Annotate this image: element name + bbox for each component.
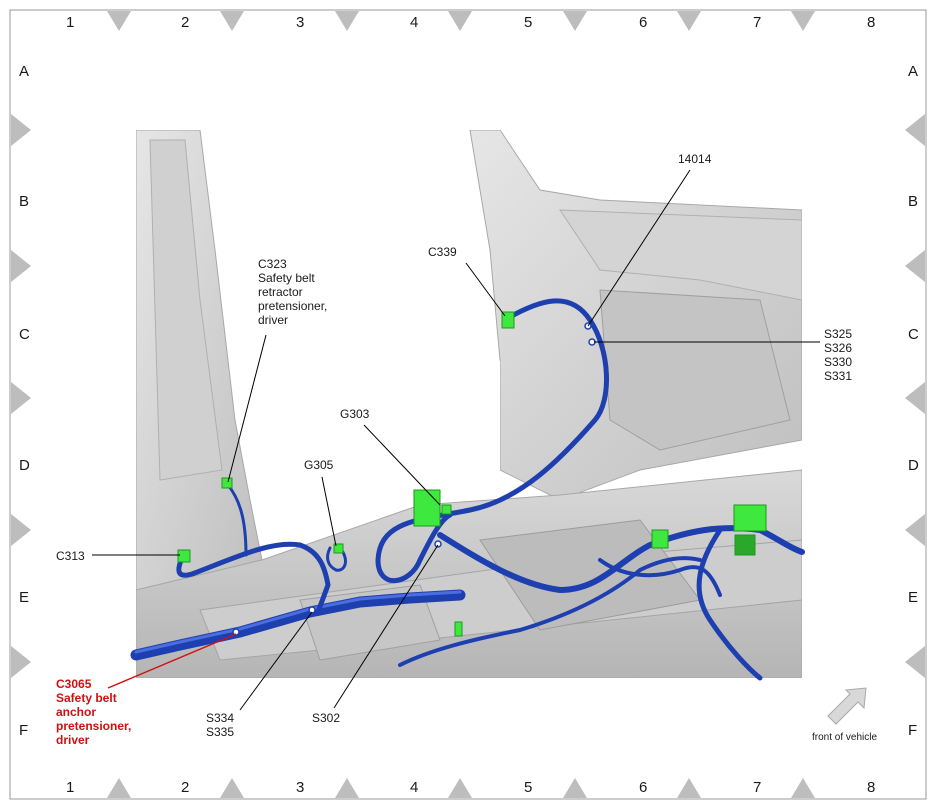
- grid-row-labels-right: A B C D E F: [908, 63, 919, 739]
- col-label: 3: [296, 14, 304, 31]
- label-c339: C339: [428, 245, 457, 259]
- row-label: B: [19, 193, 29, 210]
- row-label: C: [19, 326, 30, 343]
- col-label: 5: [524, 779, 532, 796]
- grid-column-labels-bottom: 1 2 3 4 5 6 7 8: [66, 779, 875, 796]
- connector-c313: [177, 549, 191, 563]
- col-label: 6: [639, 14, 647, 31]
- label-s-group: S325 S326 S330 S331: [824, 327, 855, 383]
- col-label: 5: [524, 14, 532, 31]
- front-of-vehicle-label: front of vehicle: [812, 732, 877, 743]
- leader-lines: [92, 169, 820, 711]
- label-g305: G305: [304, 458, 334, 472]
- col-label: 2: [181, 14, 189, 31]
- splice-s334: [232, 628, 240, 636]
- splice-s335: [308, 606, 316, 614]
- col-label: 7: [753, 779, 761, 796]
- connector-rear-right-bracket: [734, 534, 756, 556]
- connector-rear-center: [651, 529, 669, 549]
- label-s302: S302: [312, 711, 340, 725]
- connector-c323: [221, 477, 233, 489]
- harness-right-run: [598, 558, 722, 597]
- harness-branch-c313: [176, 541, 331, 615]
- splice-s302: [434, 540, 442, 548]
- connector-rear-right: [733, 504, 767, 532]
- connector-floor-center: [454, 621, 463, 637]
- row-label: F: [19, 722, 28, 739]
- col-label: 1: [66, 779, 74, 796]
- col-label: 7: [753, 14, 761, 31]
- grid-row-labels-left: A B C D E F: [19, 63, 30, 739]
- row-label: E: [19, 589, 29, 606]
- arrow-up-right-icon: [827, 687, 867, 725]
- harness-branch-c339: [375, 298, 609, 584]
- harness-right-drop: [696, 527, 763, 681]
- splice-markers: [232, 322, 596, 636]
- diagram-border: [9, 9, 927, 800]
- label-c323: C323 Safety belt retractor pretensioner,…: [258, 257, 331, 327]
- label-g303: G303: [340, 407, 370, 421]
- col-label: 4: [410, 14, 418, 31]
- connector-g305: [333, 543, 344, 554]
- label-c313: C313: [56, 549, 85, 563]
- connector-g303: [441, 504, 452, 515]
- row-label: E: [908, 589, 918, 606]
- row-label: A: [908, 63, 918, 80]
- harness-floor-run: [398, 556, 702, 667]
- front-of-vehicle-indicator: front of vehicle: [812, 687, 877, 743]
- connector-g303-block: [413, 489, 441, 527]
- col-label: 8: [867, 779, 875, 796]
- col-label: 2: [181, 779, 189, 796]
- col-label: 4: [410, 779, 418, 796]
- leader-line-c3065: [107, 633, 237, 689]
- col-label: 6: [639, 779, 647, 796]
- row-label: D: [19, 457, 30, 474]
- harness-branch-g305: [326, 546, 347, 572]
- harness-branch-c323: [226, 483, 248, 557]
- col-label: 8: [867, 14, 875, 31]
- col-label: 1: [66, 14, 74, 31]
- grid-markers: [11, 11, 925, 798]
- vehicle-body-illustration: [136, 130, 802, 678]
- row-label: F: [908, 722, 917, 739]
- label-14014: 14014: [678, 152, 712, 166]
- harness-rear-run: [437, 525, 805, 593]
- col-label: 3: [296, 779, 304, 796]
- grid-column-labels-top: 1 2 3 4 5 6 7 8: [66, 14, 875, 31]
- label-c3065: C3065 Safety belt anchor pretensioner, d…: [56, 677, 135, 747]
- row-label: D: [908, 457, 919, 474]
- row-label: B: [908, 193, 918, 210]
- row-label: C: [908, 326, 919, 343]
- row-label: A: [19, 63, 29, 80]
- label-s334-s335: S334 S335: [206, 711, 237, 739]
